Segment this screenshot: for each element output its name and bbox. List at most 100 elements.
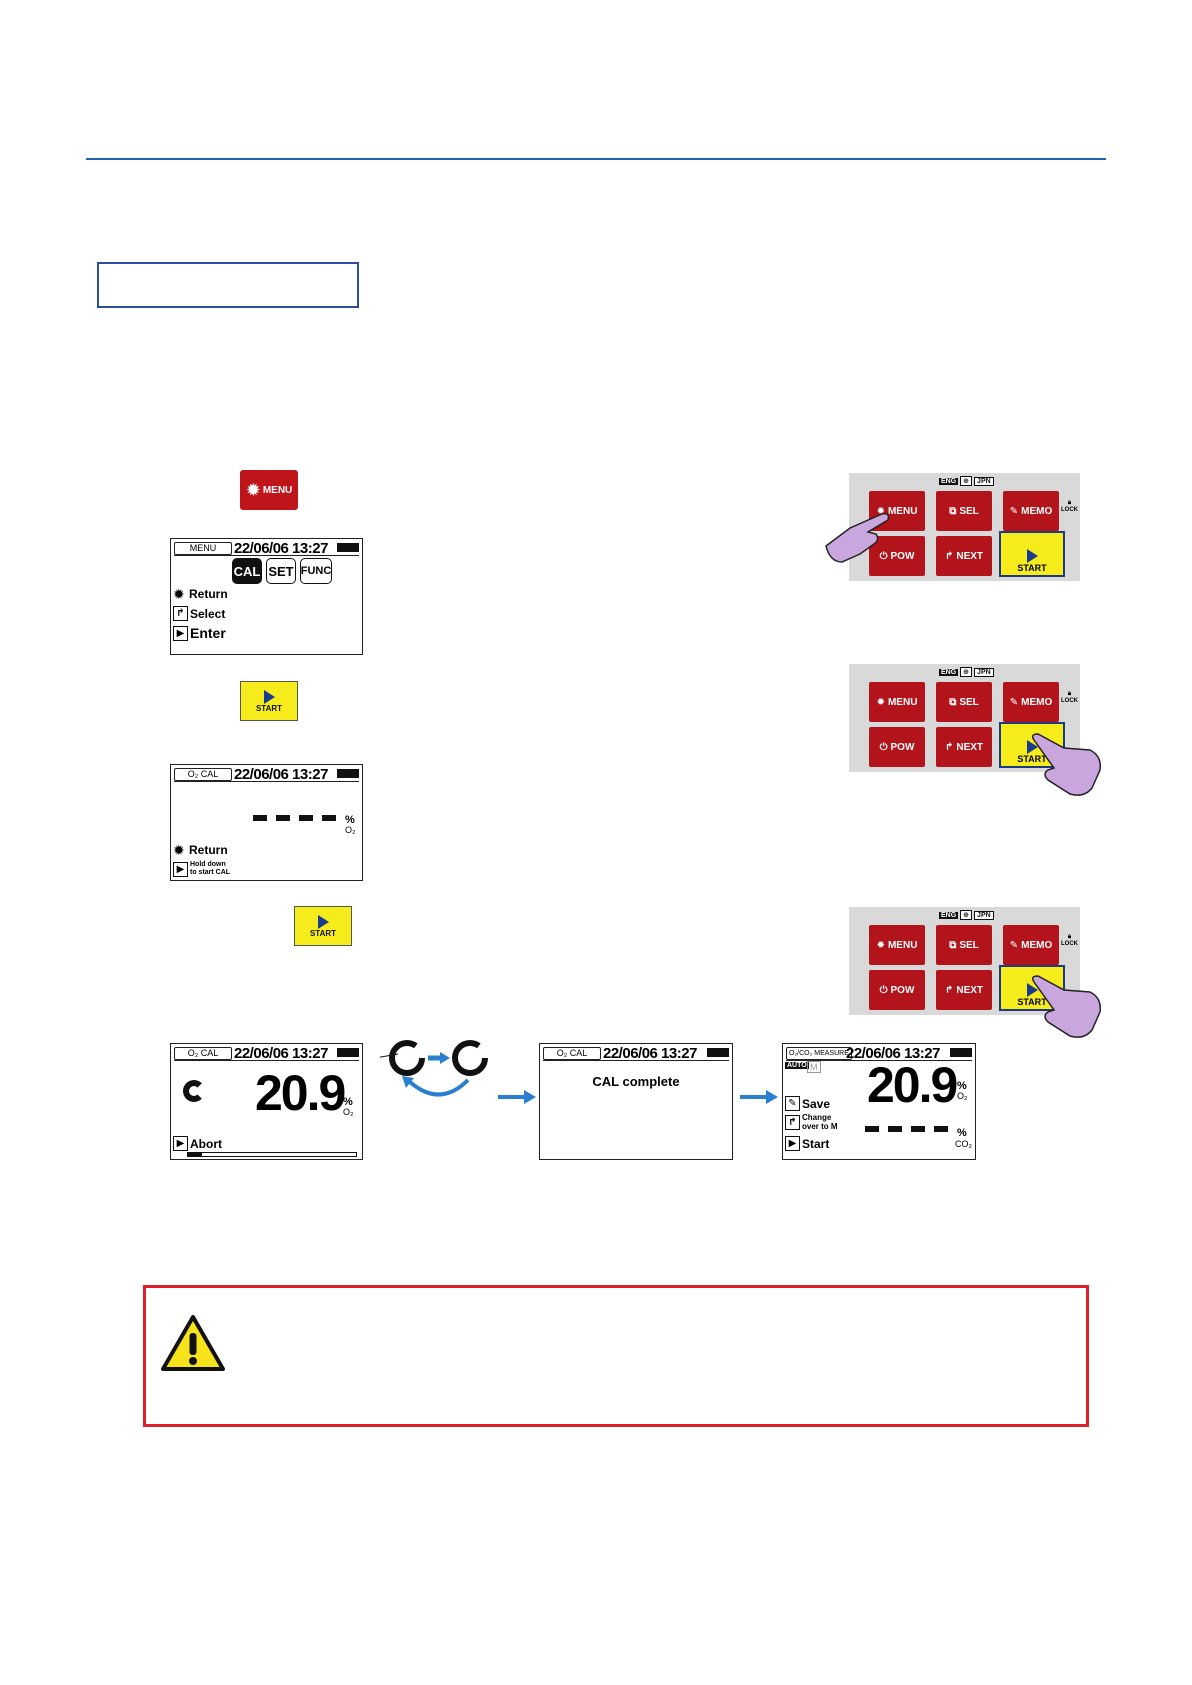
key-label: NEXT [956,741,984,753]
lcd-tag: O₂/CO₂ MEASURE [786,1047,852,1060]
globe-icon: ⊕ [960,476,973,486]
lock-icon: 🔒︎ [1067,500,1072,506]
start-key-icon-2: START [294,906,352,946]
rotate-icon-left [389,1040,425,1076]
transition-arrowhead [440,1052,450,1064]
next-key[interactable]: ↱NEXT [936,536,992,576]
play-icon: ▶ [173,1136,188,1151]
play-icon [1026,549,1038,563]
pow-key[interactable]: ⏻POW [869,970,925,1010]
lock-label: LOCK [1061,507,1078,513]
o2-gas-label: O₂ [957,1091,968,1101]
battery-icon [337,769,359,778]
lang-eng: ENG [939,668,959,676]
hold-line-2: to start CAL [190,869,231,876]
auto-badge: AUTO [785,1062,809,1069]
globe-icon: ⊕ [960,910,973,920]
lcd-header: MENU 22/06/06 13:27 [174,540,359,557]
sel-key[interactable]: ⧉SEL [936,682,992,722]
row-label: Abort [190,1136,222,1151]
measure-row-start: ▶ Start [785,1136,829,1151]
gas-label: O₂ [343,1107,354,1117]
lcd-tag: MENU [174,542,232,555]
lang-eng: ENG [939,477,959,485]
key-label: SEL [959,505,979,517]
key-label: MENU [887,505,918,517]
play-icon: ▶ [173,861,188,877]
cal-progress-fill [188,1153,202,1156]
next-key[interactable]: ↱NEXT [936,970,992,1010]
co2-gas-label: CO₂ [955,1139,972,1149]
menu-row-select: ↱ Select [173,606,225,621]
warning-icon [161,1315,225,1371]
gear-icon: ✹ [173,586,185,602]
next-arrow-icon: ↱ [944,550,954,562]
lcd-header: O₂ CAL 22/06/06 13:27 [174,766,359,783]
key-label: SEL [959,939,979,951]
unit-label: % [343,1096,353,1108]
lock-indicator: 🔒︎LOCK [1061,691,1078,704]
lang-eng: ENG [939,911,959,919]
select-icon: ⧉ [949,696,957,708]
select-icon: ⧉ [949,939,957,951]
language-switch: ENG⊕JPN [939,910,994,920]
key-label: MENU [887,939,918,951]
manual-badge: M [807,1061,821,1073]
reading-value: 20.9 [255,1065,346,1121]
key-label: POW [890,741,915,753]
lcd-tag: O₂ CAL [543,1047,601,1060]
lock-label: LOCK [1061,698,1078,704]
language-switch: ENG⊕JPN [939,476,994,486]
cycle-arrowhead [402,1076,414,1088]
start-key[interactable]: START [999,531,1065,577]
play-icon: ▶ [173,625,188,641]
memo-key[interactable]: ✎MEMO [1003,682,1059,722]
cal-progress-bar [187,1152,357,1157]
power-icon: ⏻ [879,741,888,753]
gear-icon: ✹ [876,505,885,517]
next-key[interactable]: ↱NEXT [936,727,992,767]
measure-row-change: ↱ Change over to M [785,1113,838,1131]
language-switch: ENG⊕JPN [939,667,994,677]
warning-box [143,1285,1089,1427]
o2-unit-label: % [957,1080,967,1092]
gear-icon: ✹ [245,479,261,500]
key-label: NEXT [956,550,984,562]
next-arrow-icon: ↱ [944,741,954,753]
next-arrow-icon: ↱ [944,984,954,996]
sel-key[interactable]: ⧉SEL [936,925,992,965]
chip-cal: CAL [232,558,262,584]
o2cal-row-return: ✹ Return [173,843,228,857]
flow-arrow-2 [740,1090,778,1104]
memo-icon: ✎ [1009,696,1019,708]
unit-label: % [345,814,355,826]
menu-key-icon: ✹ MENU [240,470,298,510]
pow-key[interactable]: ⏻POW [869,536,925,576]
key-label: START [1017,997,1047,1007]
memo-key[interactable]: ✎MEMO [1003,925,1059,965]
start-key-icon: START [240,681,298,721]
change-line-1: Change [802,1113,832,1122]
power-icon: ⏻ [879,984,888,996]
rotate-icon-right [452,1040,488,1076]
memo-key[interactable]: ✎MEMO [1003,491,1059,531]
lock-indicator: 🔒︎LOCK [1061,500,1078,513]
next-arrow-icon: ↱ [173,606,188,621]
key-label: POW [890,550,915,562]
pow-key[interactable]: ⏻POW [869,727,925,767]
play-icon: ▶ [785,1136,800,1151]
chip-set: SET [266,558,296,584]
play-icon [1026,740,1038,754]
lock-label: LOCK [1061,941,1078,947]
menu-key[interactable]: ✹MENU [869,925,925,965]
gas-label: O₂ [345,825,356,835]
key-label: START [1017,754,1047,764]
key-label: START [1017,563,1047,573]
menu-key[interactable]: ✹MENU [869,682,925,722]
next-arrow-icon: ↱ [785,1114,800,1130]
pointing-hand-icon [1031,733,1102,796]
key-label: NEXT [956,984,984,996]
memo-icon: ✎ [1009,505,1019,517]
rotation-cycle-graphic [380,1040,488,1097]
sel-key[interactable]: ⧉SEL [936,491,992,531]
